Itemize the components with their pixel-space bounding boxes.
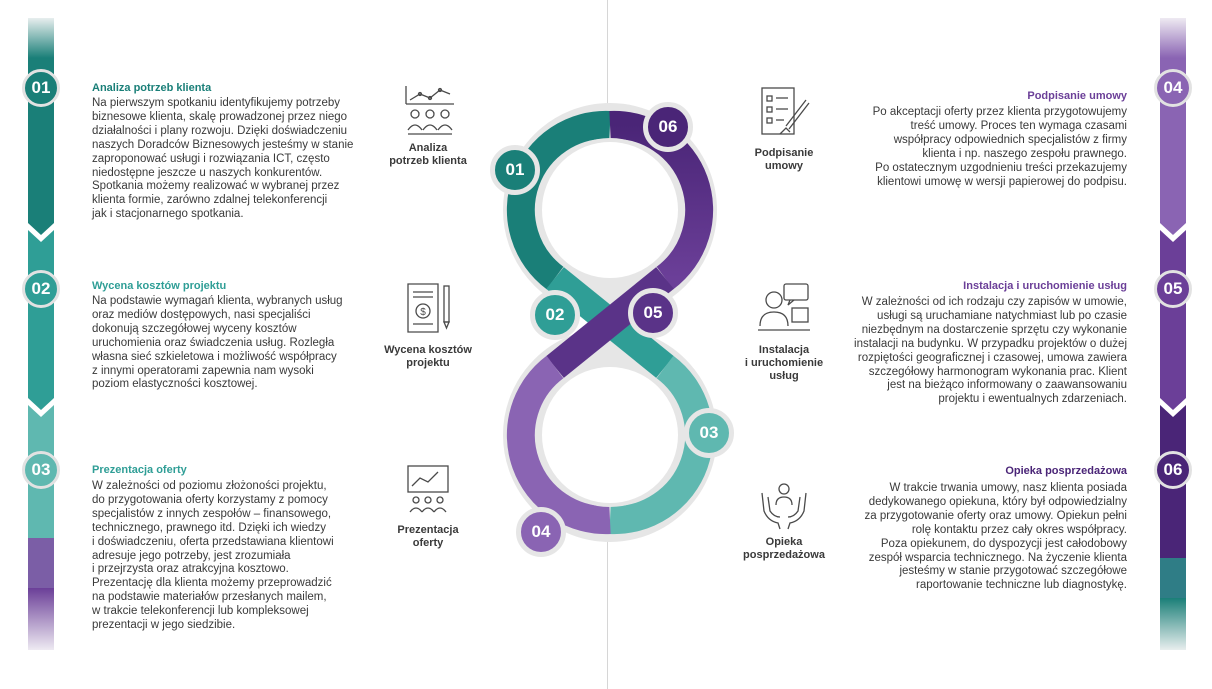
right-progress-ribbon [1160, 18, 1186, 650]
step-description-03: W zależności od poziomu złożoności proje… [92, 480, 334, 632]
step-badge-02: 02 [22, 270, 60, 308]
step-title-03: Prezentacja oferty [92, 464, 187, 476]
loop-node-05: 05 [628, 288, 678, 338]
step-description-06: W trakcie trwania umowy, nasz klienta po… [864, 482, 1127, 592]
step-description-02: Na podstawie wymagań klienta, wybranych … [92, 295, 343, 391]
left-progress-ribbon [28, 18, 54, 650]
loop-node-01: 01 [490, 145, 540, 195]
step-description-05: W zależności od ich rodzaju czy zapisów … [854, 296, 1127, 406]
step-title-01: Analiza potrzeb klienta [92, 82, 212, 94]
step-badge-01: 01 [22, 69, 60, 107]
installation-worker-icon [754, 280, 814, 340]
loop-node-03: 03 [684, 408, 734, 458]
step-title-04: Podpisanie umowy [1027, 90, 1127, 102]
contract-sign-icon [754, 82, 814, 142]
step-title-02: Wycena kosztów projektu [92, 280, 227, 292]
loop-node-06: 06 [643, 102, 693, 152]
step-badge-03: 03 [22, 451, 60, 489]
presentation-board-icon [398, 460, 458, 520]
loop-node-04: 04 [516, 507, 566, 557]
step-badge-04: 04 [1154, 69, 1192, 107]
svg-text:$: $ [420, 307, 426, 318]
care-hands-icon [754, 475, 814, 535]
step-description-04: Po akceptacji oferty przez klienta przyg… [872, 106, 1127, 188]
analysis-people-icon [400, 82, 460, 142]
step-badge-06: 06 [1154, 451, 1192, 489]
step-badge-05: 05 [1154, 270, 1192, 308]
invoice-pen-icon: $ [398, 278, 458, 338]
step-title-06: Opieka posprzedażowa [1005, 465, 1127, 477]
step-description-01: Na pierwszym spotkaniu identyfikujemy po… [92, 97, 354, 221]
loop-node-02: 02 [530, 290, 580, 340]
step-title-05: Instalacja i uruchomienie usług [963, 280, 1127, 292]
